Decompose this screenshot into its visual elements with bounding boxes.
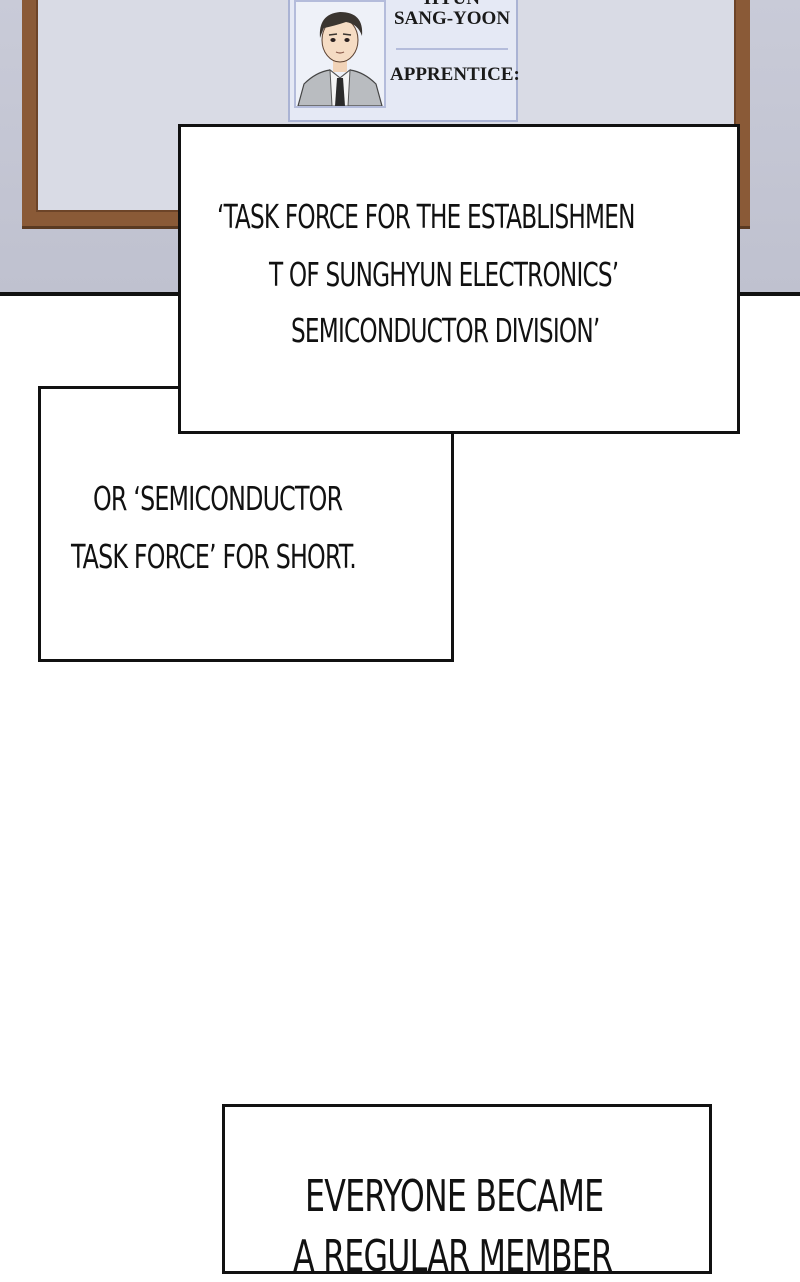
bubble3-line2: A REGULAR MEMBER <box>293 1231 613 1282</box>
bubble1-line3: SEMICONDUCTOR DIVISION’ <box>291 311 600 350</box>
bubble-join <box>181 383 449 389</box>
name-line-2: SANG-YOON <box>393 8 511 29</box>
employee-photo <box>294 0 386 108</box>
bubble3-line1: EVERYONE BECAME <box>305 1171 604 1222</box>
speech-bubble-regular-member: EVERYONE BECAME A REGULAR MEMBER <box>222 1104 712 1282</box>
name-board: HYUN SANG-YOON APPRENTICE: <box>288 0 520 122</box>
name-plate: HYUN SANG-YOON APPRENTICE: <box>390 0 520 110</box>
name-line-1: HYUN <box>390 0 514 8</box>
role-label: APPRENTICE: <box>390 64 520 85</box>
bubble2-line1: OR ‘SEMICONDUCTOR <box>93 479 343 518</box>
bubble2-line2: TASK FORCE’ FOR SHORT. <box>71 537 357 576</box>
speech-bubble-task-force: ‘TASK FORCE FOR THE ESTABLISHMEN T OF SU… <box>178 124 740 434</box>
bubble1-line2: T OF SUNGHYUN ELECTRONICS’ <box>269 255 619 294</box>
employee-portrait-illustration <box>297 12 383 106</box>
plate-divider <box>396 48 508 50</box>
bubble1-line1: ‘TASK FORCE FOR THE ESTABLISHMEN <box>217 197 635 236</box>
